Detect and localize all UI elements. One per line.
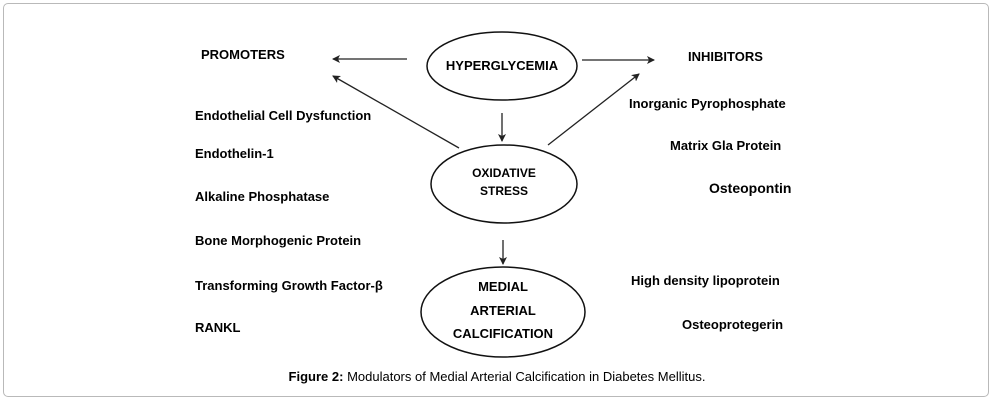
arrow-stress-to-promoters	[332, 75, 460, 149]
calcification-label-line1: MEDIAL	[478, 279, 528, 294]
inhibitor-item: High density lipoprotein	[631, 273, 780, 288]
inhibitor-item: Osteopontin	[709, 180, 792, 196]
inhibitors-heading: INHIBITORS	[688, 49, 763, 64]
inhibitor-item: Inorganic Pyrophosphate	[629, 96, 786, 111]
figure-caption: Figure 2: Modulators of Medial Arterial …	[0, 370, 994, 383]
calcification-label-line2: ARTERIAL	[470, 303, 536, 318]
figure-frame	[3, 3, 989, 397]
promoter-item: Endothelin-1	[195, 146, 274, 161]
calcification-label-line3: CALCIFICATION	[452, 326, 554, 341]
arrow-stress-to-inhibitors	[547, 73, 640, 146]
oxidative-stress-label-line2: STRESS	[479, 184, 528, 198]
inhibitor-item: Osteoprotegerin	[682, 317, 784, 332]
promoter-item: Alkaline Phosphatase	[195, 189, 330, 204]
promoter-item: RANKL	[195, 320, 241, 335]
promoter-item: Transforming Growth Factor-β	[195, 278, 383, 293]
hyperglycemia-label: HYPERGLYCEMIA	[445, 58, 559, 73]
calcification-ellipse	[420, 266, 586, 358]
hyperglycemia-ellipse	[426, 31, 578, 101]
figure-caption-text: Modulators of Medial Arterial Calcificat…	[343, 369, 706, 384]
inhibitor-item: Matrix Gla Protein	[670, 138, 782, 153]
promoters-heading: PROMOTERS	[201, 47, 285, 62]
oxidative-stress-ellipse	[430, 144, 578, 224]
oxidative-stress-label-line1: OXIDATIVE	[472, 166, 536, 180]
promoter-item: Endothelial Cell Dysfunction	[195, 108, 372, 123]
promoter-item: Bone Morphogenic Protein	[195, 233, 362, 248]
figure-caption-label: Figure 2:	[288, 369, 344, 384]
